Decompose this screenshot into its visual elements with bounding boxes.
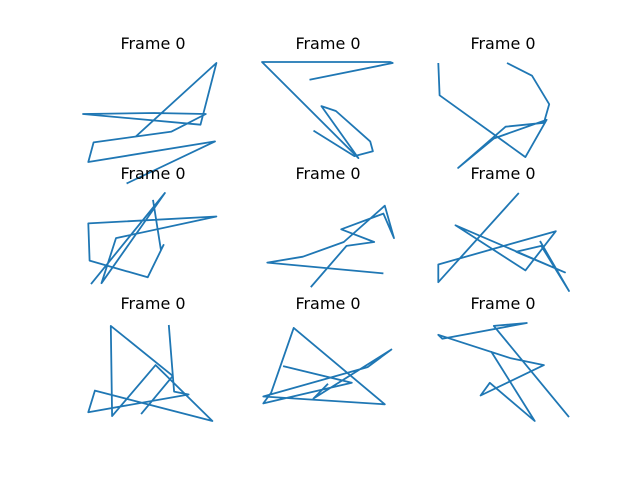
subplot-6: Frame 0 (437, 164, 570, 292)
subplot-title: Frame 0 (470, 164, 535, 183)
subplot-title: Frame 0 (120, 34, 185, 53)
subplot-grid: Frame 0 Frame 0 Frame 0 Frame 0 Frame 0 Frame… (82, 34, 570, 422)
subplot-title: Frame 0 (295, 34, 360, 53)
series-line (437, 322, 570, 422)
subplot-5: Frame 0 (266, 164, 395, 288)
subplot-2: Frame 0 (261, 34, 394, 160)
series-line (82, 62, 218, 185)
subplot-9: Frame 0 (437, 294, 570, 422)
subplot-title: Frame 0 (470, 34, 535, 53)
subplot-1: Frame 0 (82, 34, 218, 185)
series-line (266, 204, 395, 288)
subplot-title: Frame 0 (295, 294, 360, 313)
subplot-title: Frame 0 (295, 164, 360, 183)
subplot-3: Frame 0 (437, 34, 551, 169)
series-line (87, 324, 214, 422)
series-line (261, 61, 394, 160)
series-line (437, 192, 570, 292)
series-line (437, 62, 551, 169)
subplot-4: Frame 0 (87, 164, 218, 285)
subplot-title: Frame 0 (120, 294, 185, 313)
series-line (262, 326, 393, 406)
subplot-7: Frame 0 (87, 294, 214, 422)
subplot-title: Frame 0 (470, 294, 535, 313)
subplot-title: Frame 0 (120, 164, 185, 183)
series-line (87, 192, 218, 285)
subplot-8: Frame 0 (262, 294, 393, 406)
